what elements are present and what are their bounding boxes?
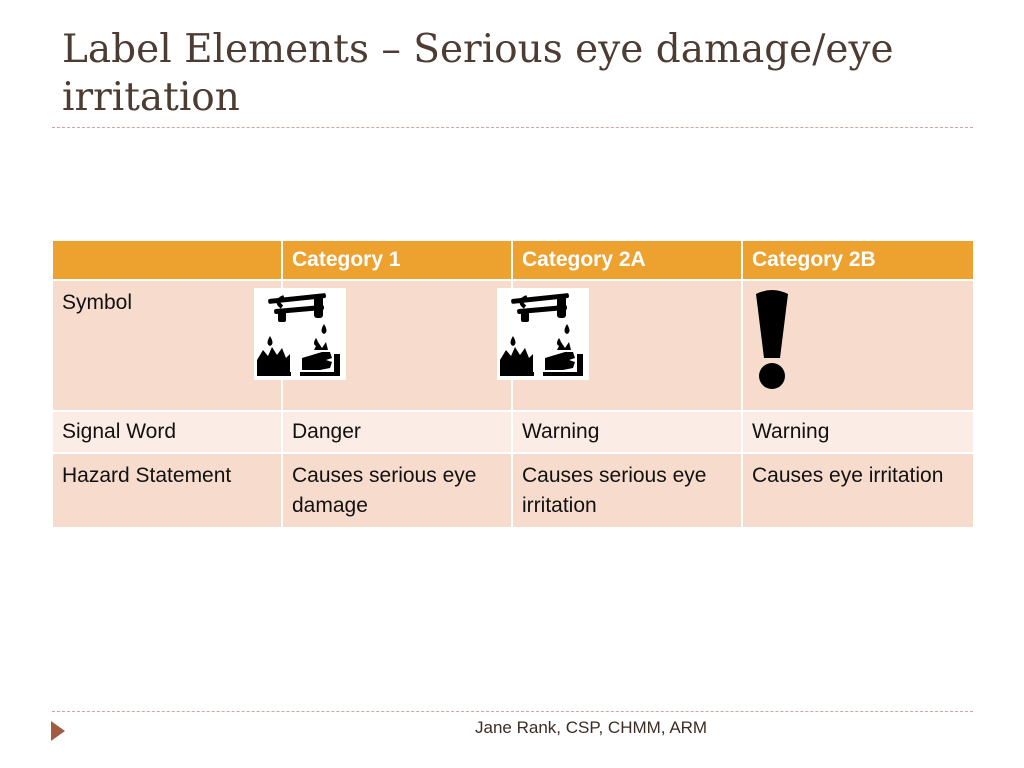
slide-title-line-1: Label Elements – Serious eye damage/eye	[62, 27, 894, 72]
hazard-statement-category-2b: Causes eye irritation	[741, 452, 975, 529]
signal-word-category-2b: Warning	[741, 410, 975, 454]
header-empty	[51, 239, 283, 281]
signal-word-category-2a: Warning	[511, 410, 743, 454]
header-category-1: Category 1	[281, 239, 513, 281]
corrosion-icon	[497, 288, 589, 389]
slide-title-line-2: irritation	[62, 75, 240, 120]
row-label-symbol: Symbol	[51, 279, 283, 412]
header-category-2b: Category 2B	[741, 239, 975, 281]
table-header-row: Category 1 Category 2A Category 2B	[51, 239, 975, 281]
row-label-signal-word: Signal Word	[51, 410, 283, 454]
table-row-hazard-statement: Hazard Statement Causes serious eye dama…	[51, 452, 975, 529]
hazard-statement-category-2a: Causes serious eye irritation	[511, 452, 743, 529]
symbol-cell-category-1	[254, 279, 513, 412]
header-category-2a: Category 2A	[511, 239, 743, 281]
footer-divider	[52, 711, 973, 712]
signal-word-category-1: Danger	[281, 410, 513, 454]
slide-title: Label Elements – Serious eye damage/eye …	[62, 26, 962, 122]
exclamation-mark-icon	[752, 288, 792, 401]
triangle-bullet-icon	[51, 721, 65, 746]
footer-author: Jane Rank, CSP, CHMM, ARM	[475, 718, 708, 737]
row-label-hazard-statement: Hazard Statement	[51, 452, 283, 529]
symbol-cell-category-2b	[741, 279, 975, 412]
label-elements-table: Category 1 Category 2A Category 2B Symbo…	[51, 239, 975, 529]
symbol-cell-category-2a	[497, 279, 743, 412]
hazard-statement-category-1: Causes serious eye damage	[281, 452, 513, 529]
title-divider	[52, 127, 973, 128]
table-row-symbol: Symbol	[51, 279, 975, 412]
table-row-signal-word: Signal Word Danger Warning Warning	[51, 410, 975, 454]
corrosion-icon	[254, 288, 346, 389]
